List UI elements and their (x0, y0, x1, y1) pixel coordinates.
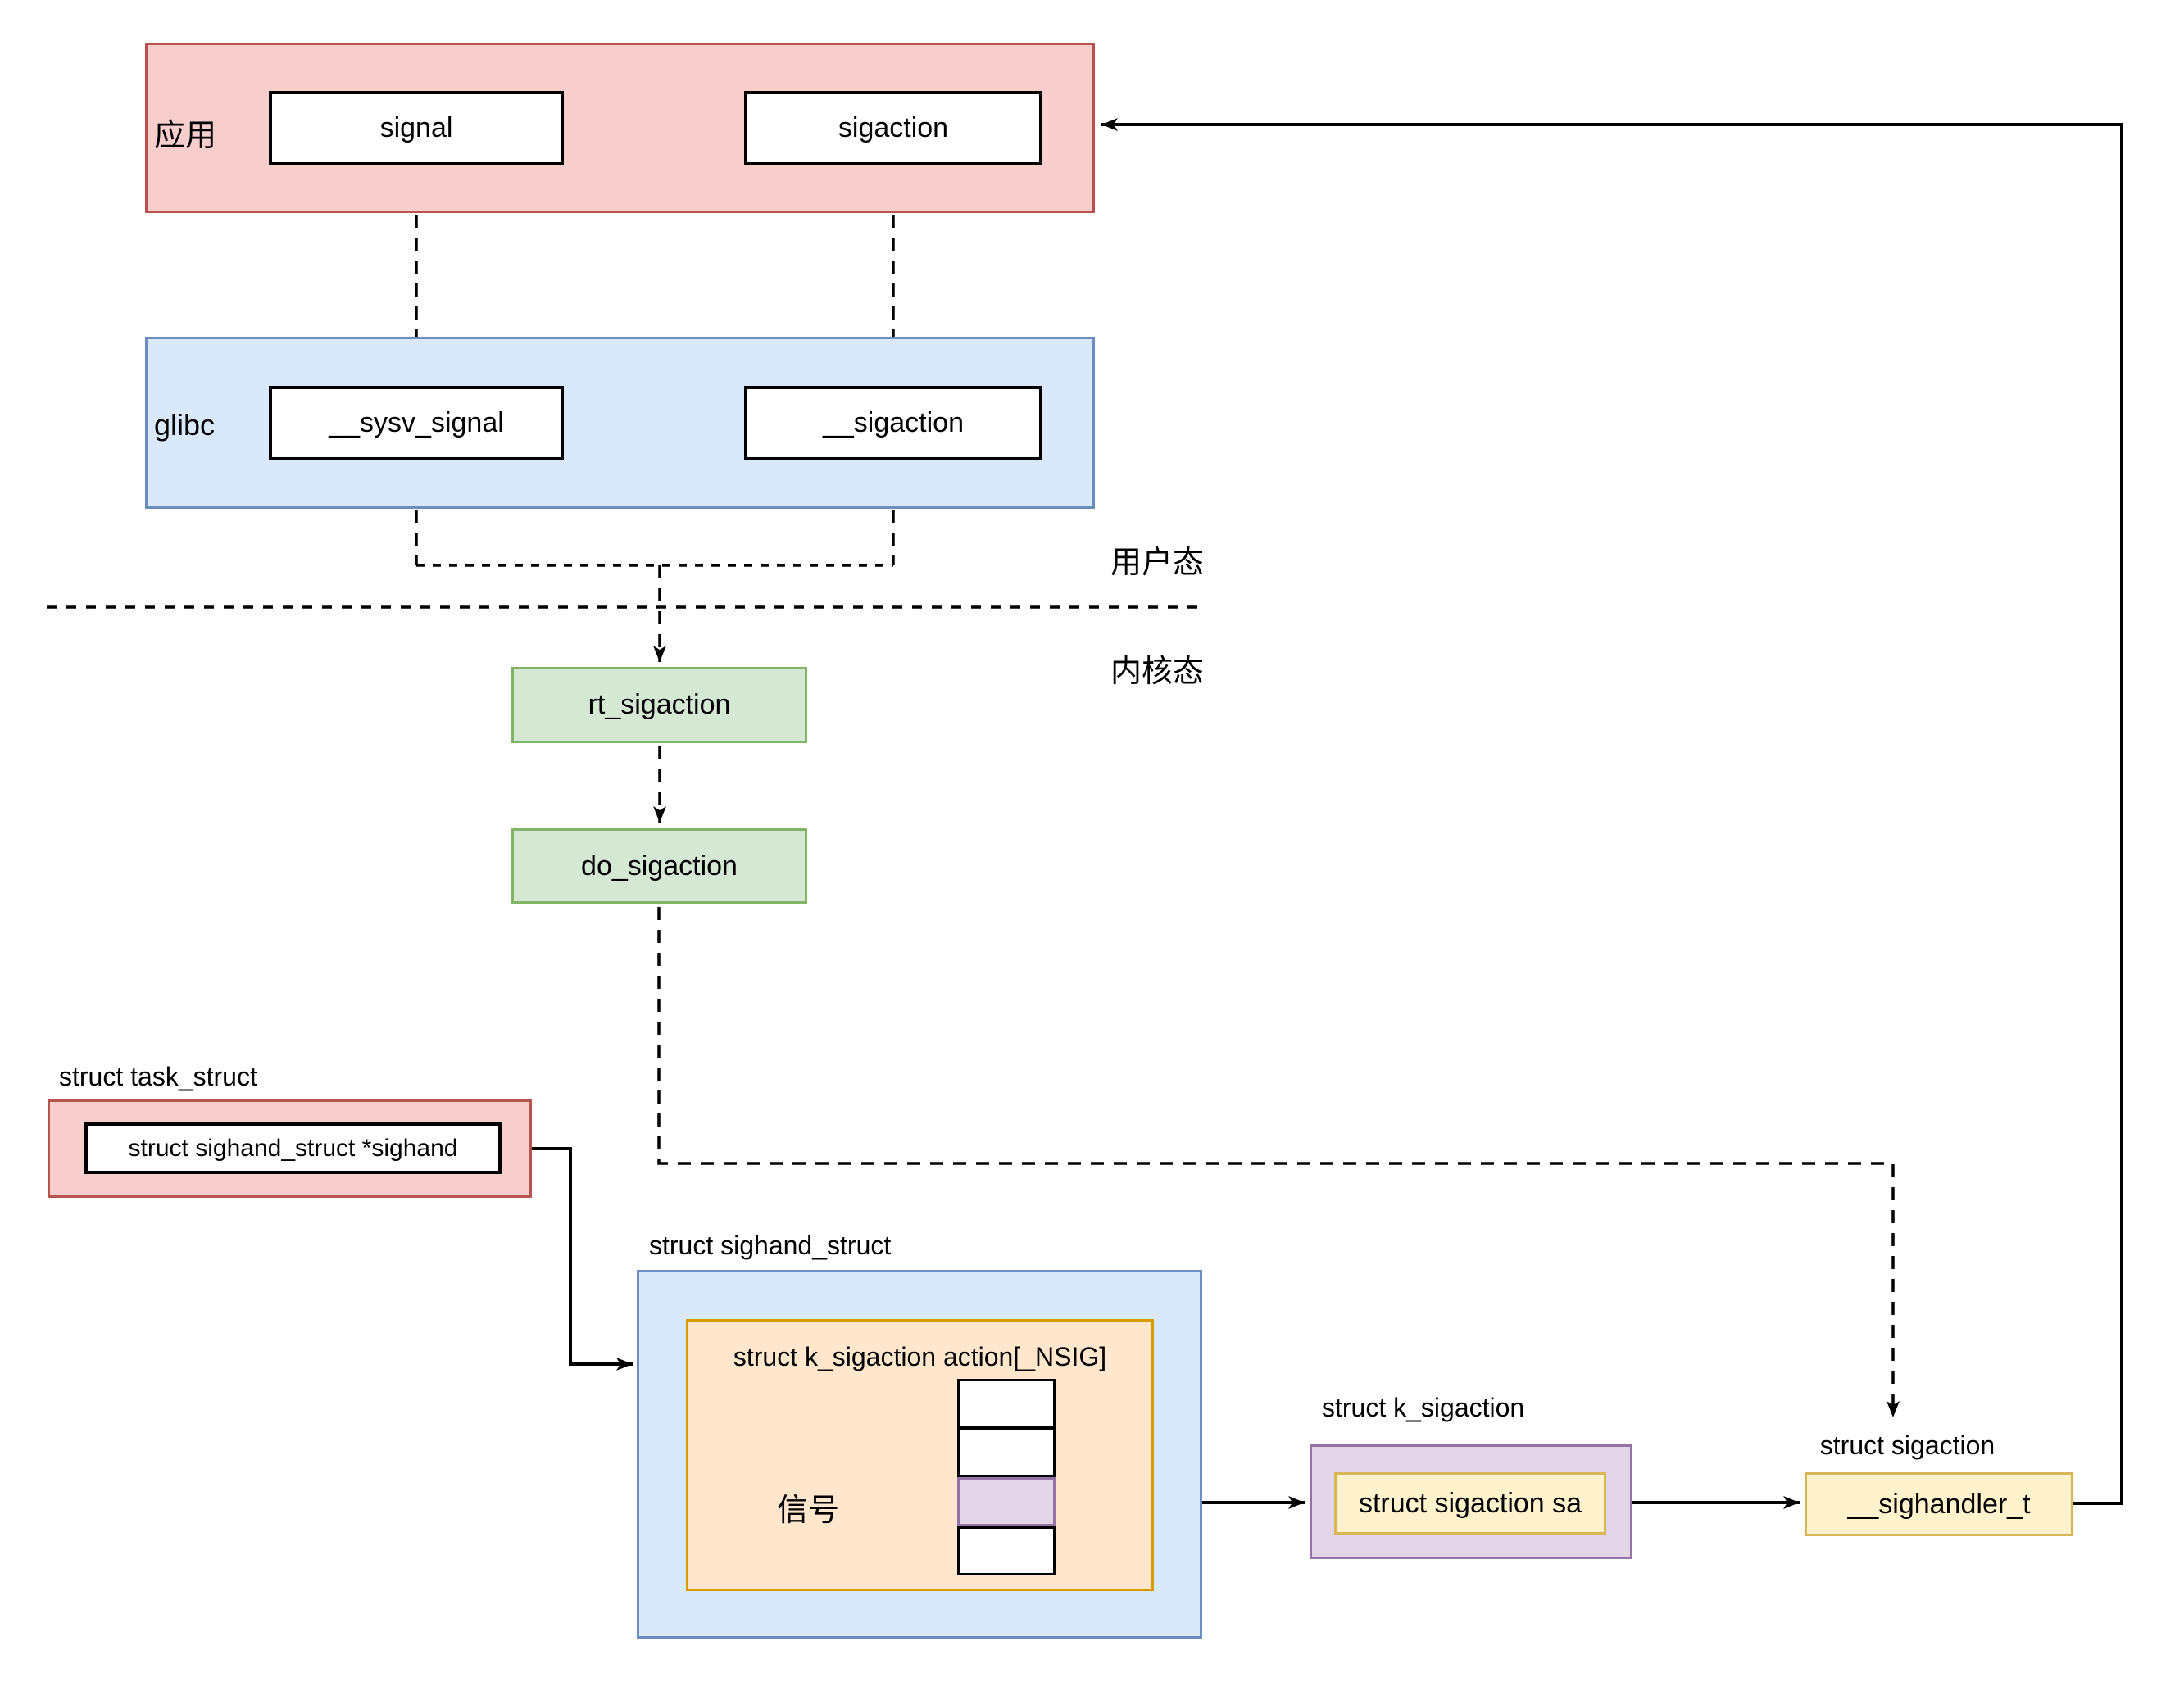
sigaction-impl-box-label: __sigaction (822, 407, 964, 438)
array-cell (957, 1379, 1056, 1428)
array-cell (957, 1428, 1056, 1477)
sigaction-sa-box: struct sigaction sa (1334, 1472, 1606, 1535)
sigaction-impl-box: __sigaction (744, 386, 1042, 460)
do-sigaction-label: do_sigaction (581, 850, 738, 882)
signal-box-label: signal (379, 112, 453, 143)
sighandler-t-label: __sighandler_t (1847, 1488, 2031, 1520)
rt-sigaction-box: rt_sigaction (511, 667, 807, 743)
glibc-layer-label: glibc (154, 408, 216, 442)
k-sigaction-title: struct k_sigaction (1322, 1393, 1525, 1422)
signal-index-label: 信号 (777, 1492, 840, 1528)
sighandler-t-box: __sighandler_t (1805, 1472, 2073, 1536)
sigaction-sa-label: struct sigaction sa (1358, 1487, 1582, 1519)
sighand-pointer-label: struct sighand_struct *sighand (128, 1134, 458, 1162)
rt-sigaction-label: rt_sigaction (588, 689, 731, 720)
signal-box: signal (269, 91, 564, 165)
kernel-mode-label: 内核态 (1110, 653, 1205, 689)
task-struct-title: struct task_struct (59, 1062, 257, 1091)
sigaction-box-label: sigaction (838, 112, 949, 143)
sigaction-box: sigaction (744, 91, 1042, 165)
sighand-struct-title: struct sighand_struct (649, 1231, 892, 1260)
sighand-pointer-arrow (502, 1147, 633, 1371)
sighand-pointer-box: struct sighand_struct *sighand (84, 1122, 502, 1174)
do-sigaction-to-struct-sigaction-arrow (657, 907, 1900, 1417)
k-sigaction-array-box (686, 1319, 1154, 1591)
sysv-signal-box: __sysv_signal (269, 386, 564, 460)
sigaction-struct-title: struct sigaction (1819, 1430, 1996, 1460)
user-mode-label: 用户态 (1110, 544, 1205, 580)
do-sigaction-box: do_sigaction (511, 828, 807, 904)
app-layer-label: 应用 (154, 117, 217, 153)
array-cell-highlighted (957, 1477, 1056, 1526)
action-array (957, 1379, 1056, 1575)
action-array-label: struct k_sigaction action[_NSIG] (733, 1342, 1107, 1371)
handler-return-arrow (1101, 118, 2123, 1505)
array-cell (957, 1526, 1056, 1575)
sysv-signal-box-label: __sysv_signal (329, 407, 504, 438)
